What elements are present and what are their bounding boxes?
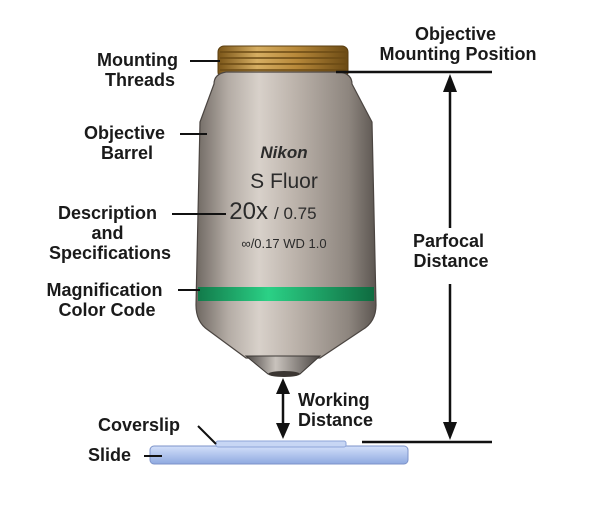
slide <box>149 445 409 465</box>
label-working-distance: Working Distance <box>298 390 375 430</box>
label-description: Description and Specifications <box>49 203 171 263</box>
label-objective-barrel: Objective Barrel <box>84 123 170 163</box>
working-distance-arrow <box>276 378 290 439</box>
parfocal-distance-arrow <box>443 74 457 440</box>
objective-barrel <box>195 71 377 359</box>
magnification-color-band <box>198 287 374 301</box>
leader-lines <box>144 60 226 457</box>
leader-coverslip <box>197 425 217 445</box>
label-mounting-position: Objective Mounting Position <box>380 24 537 64</box>
label-slide: Slide <box>88 445 131 465</box>
label-mounting-threads: Mounting Threads <box>97 50 183 90</box>
label-coverslip: Coverslip <box>98 415 180 435</box>
front-lens-glass <box>268 371 300 377</box>
coverslip <box>215 440 347 448</box>
mounting-threads <box>217 45 349 79</box>
label-parfocal-distance: Parfocal Distance <box>413 231 489 271</box>
series-text: S Fluor <box>250 170 318 193</box>
brand-text: Nikon <box>260 143 307 162</box>
specs-text: ∞/0.17 WD 1.0 <box>241 236 326 251</box>
na-text: / 0.75 <box>274 204 317 223</box>
magnification-text: 20x <box>229 198 268 225</box>
label-color-code: Magnification Color Code <box>46 280 167 320</box>
